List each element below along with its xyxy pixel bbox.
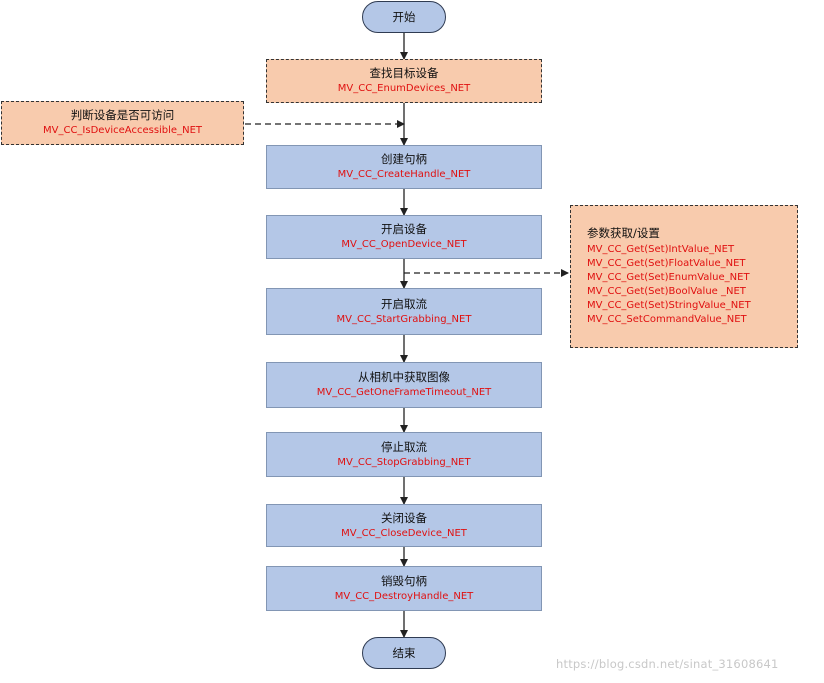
step-open-device: 开启设备 MV_CC_OpenDevice_NET <box>266 215 542 259</box>
step-title: 创建句柄 <box>381 152 427 166</box>
access-check-note: 判断设备是否可访问 MV_CC_IsDeviceAccessible_NET <box>1 101 244 145</box>
step-close-device: 关闭设备 MV_CC_CloseDevice_NET <box>266 504 542 547</box>
step-api: MV_CC_GetOneFrameTimeout_NET <box>316 387 492 398</box>
start-terminal: 开始 <box>362 1 446 33</box>
end-label: 结束 <box>392 645 416 660</box>
step-title: 开启取流 <box>381 296 427 311</box>
step-title: 查找目标设备 <box>369 66 439 80</box>
params-item: MV_CC_Get(Set)EnumValue_NET <box>587 272 750 283</box>
params-title: 参数获取/设置 <box>587 226 660 240</box>
step-api: MV_CC_DestroyHandle_NET <box>334 590 474 602</box>
params-item: MV_CC_Get(Set)StringValue_NET <box>587 300 751 311</box>
step-api: MV_CC_StopGrabbing_NET <box>337 456 471 468</box>
start-label: 开始 <box>392 9 416 24</box>
step-title: 开启设备 <box>381 222 427 236</box>
params-item: MV_CC_SetCommandValue_NET <box>587 314 747 325</box>
access-check-title: 判断设备是否可访问 <box>70 108 175 122</box>
params-item: MV_CC_Get(Set)FloatValue_NET <box>587 258 746 269</box>
step-start-grabbing: 开启取流 MV_CC_StartGrabbing_NET <box>266 288 542 335</box>
step-stop-grabbing: 停止取流 MV_CC_StopGrabbing_NET <box>266 432 542 477</box>
access-check-api: MV_CC_IsDeviceAccessible_NET <box>43 125 202 136</box>
step-destroy-handle: 销毁句柄 MV_CC_DestroyHandle_NET <box>266 566 542 611</box>
step-title: 从相机中获取图像 <box>358 370 450 384</box>
step-api: MV_CC_CreateHandle_NET <box>337 169 471 180</box>
step-get-frame: 从相机中获取图像 MV_CC_GetOneFrameTimeout_NET <box>266 362 542 408</box>
step-title: 停止取流 <box>381 439 427 454</box>
step-title: 销毁句柄 <box>381 573 427 588</box>
step-enum-devices: 查找目标设备 MV_CC_EnumDevices_NET <box>266 59 542 103</box>
step-api: MV_CC_StartGrabbing_NET <box>336 313 472 325</box>
step-api: MV_CC_CloseDevice_NET <box>341 527 467 539</box>
step-create-handle: 创建句柄 MV_CC_CreateHandle_NET <box>266 145 542 189</box>
params-item: MV_CC_Get(Set)BoolValue _NET <box>587 286 746 297</box>
step-api: MV_CC_OpenDevice_NET <box>341 239 467 250</box>
params-item: MV_CC_Get(Set)IntValue_NET <box>587 244 735 255</box>
end-terminal: 结束 <box>362 637 446 669</box>
params-note: 参数获取/设置 MV_CC_Get(Set)IntValue_NET MV_CC… <box>570 205 798 348</box>
watermark: https://blog.csdn.net/sinat_31608641 <box>556 657 779 671</box>
step-title: 关闭设备 <box>381 510 427 525</box>
step-api: MV_CC_EnumDevices_NET <box>337 83 471 94</box>
